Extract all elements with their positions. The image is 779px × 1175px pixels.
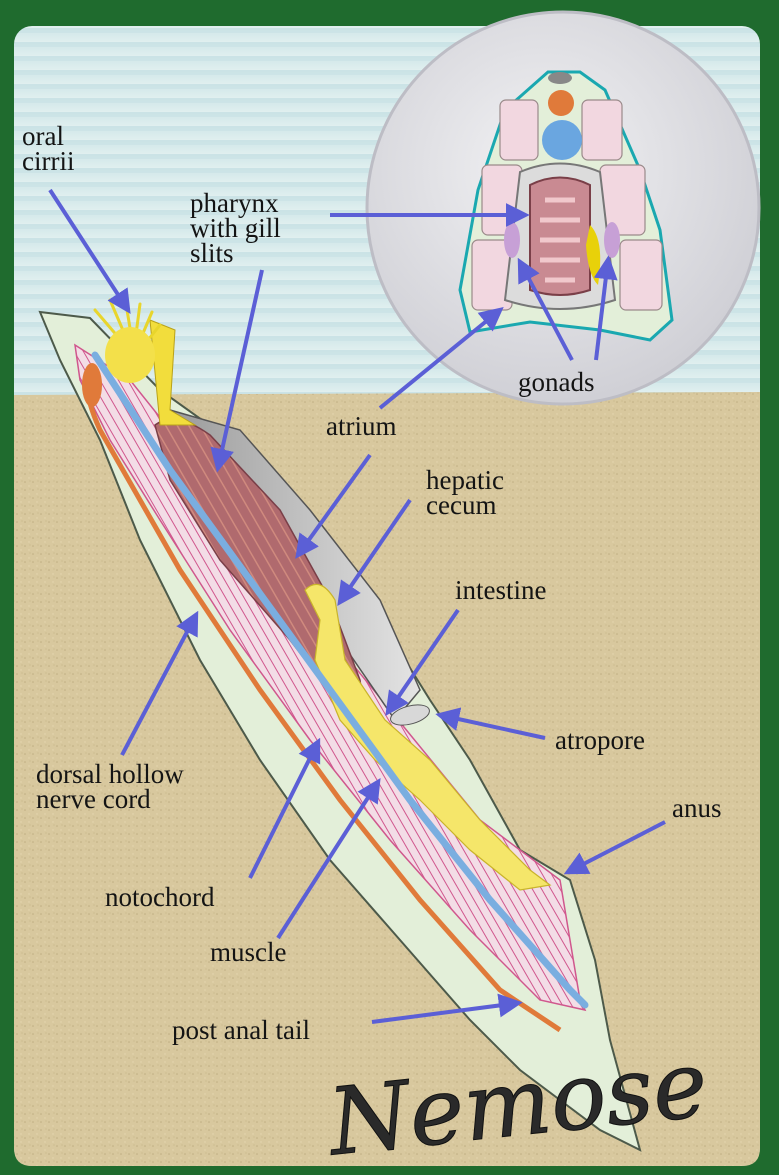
cs-gonad-left	[504, 222, 520, 258]
label-line: slits	[190, 241, 281, 266]
label-oral-cirrii: oral cirrii	[22, 124, 74, 174]
cerebral-vesicle	[82, 363, 102, 407]
oral-hood	[105, 327, 155, 383]
label-anus: anus	[672, 796, 722, 821]
label-line: nerve cord	[36, 787, 184, 812]
label-atropore: atropore	[555, 728, 645, 753]
cs-pharynx	[530, 178, 590, 296]
cs-nerve-cord	[548, 90, 574, 116]
label-line: cecum	[426, 493, 504, 518]
label-atrium: atrium	[326, 414, 396, 439]
cs-notochord	[542, 120, 582, 160]
label-line: cirrii	[22, 149, 74, 174]
label-pharynx: pharynx with gill slits	[190, 191, 281, 266]
cs-gonad-right	[604, 222, 620, 258]
cs-dorsal-fin	[548, 72, 572, 84]
label-muscle: muscle	[210, 940, 286, 965]
label-intestine: intestine	[455, 578, 546, 603]
label-hepatic-cecum: hepatic cecum	[426, 468, 504, 518]
label-notochord: notochord	[105, 885, 214, 910]
label-post-anal-tail: post anal tail	[172, 1018, 310, 1043]
label-gonads: gonads	[518, 370, 595, 395]
label-dorsal-nerve-cord: dorsal hollow nerve cord	[36, 762, 184, 812]
